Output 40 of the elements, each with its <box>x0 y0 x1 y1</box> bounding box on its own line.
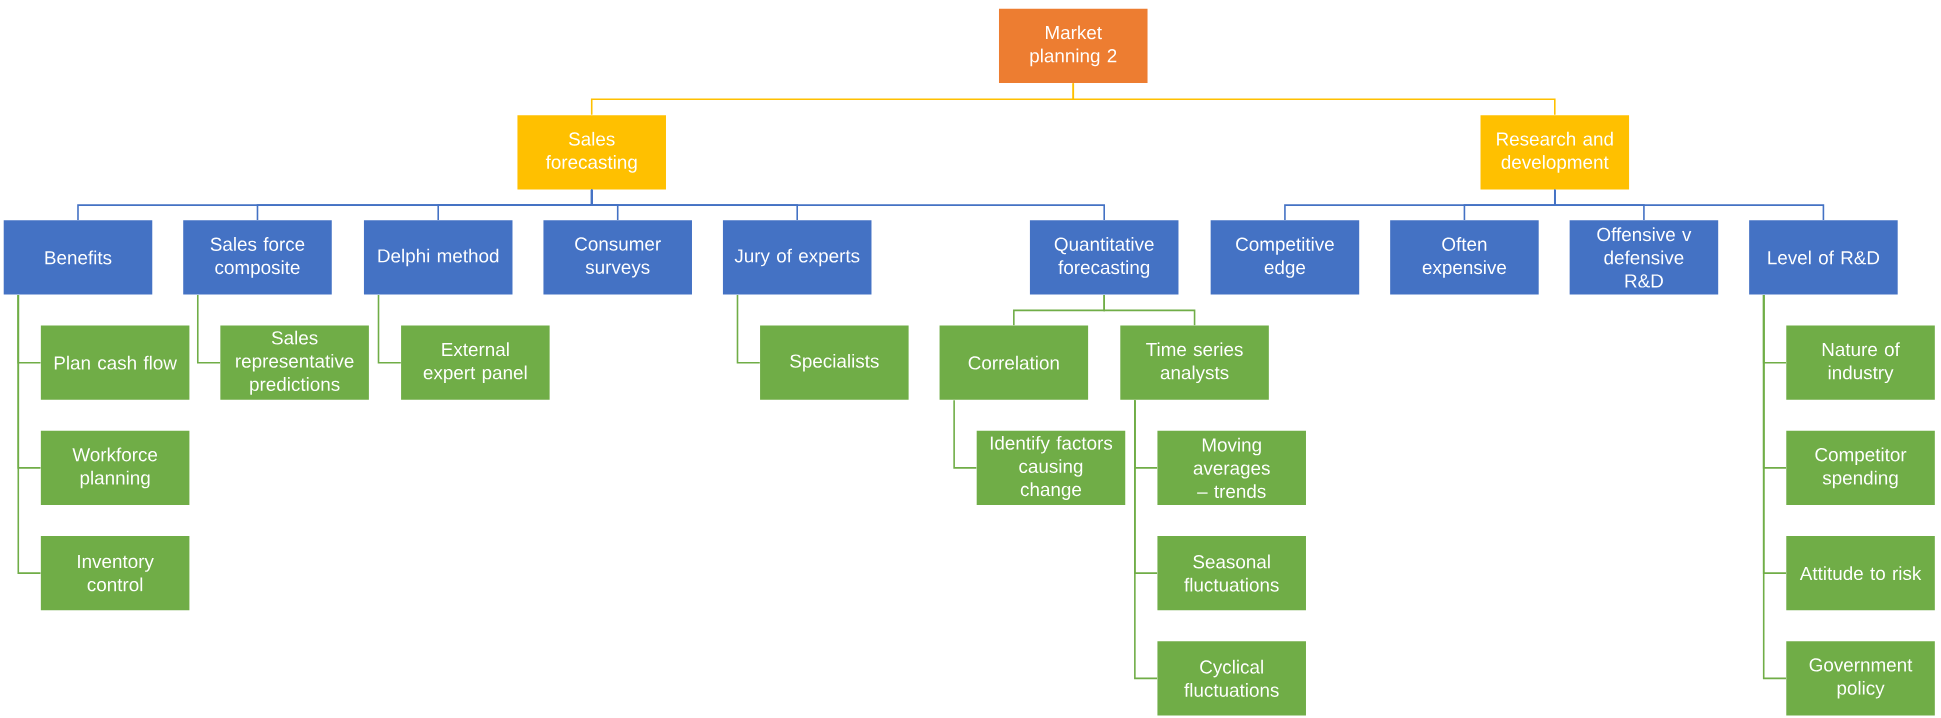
org-box: Moving averages – trends <box>1157 430 1306 506</box>
org-box: Time series analysts <box>1120 325 1269 400</box>
org-box: Plan cash flow <box>40 325 190 400</box>
connector-line <box>953 399 978 469</box>
org-box: Jury of experts <box>722 220 872 295</box>
connector-line <box>1072 82 1556 116</box>
org-box: Seasonal fluctuations <box>1157 536 1306 611</box>
org-box: Often expensive <box>1390 220 1539 295</box>
org-box: Competitive edge <box>1210 220 1360 295</box>
org-box: Benefits <box>3 220 153 295</box>
org-box: Government policy <box>1786 641 1935 716</box>
org-box: Research and development <box>1480 115 1630 190</box>
org-box: Attitude to risk <box>1786 536 1935 611</box>
org-box: Competitor spending <box>1786 430 1935 506</box>
org-box: Sales force composite <box>183 220 332 295</box>
org-box: Offensive v defensive R&D <box>1569 220 1719 295</box>
org-box: External expert panel <box>401 325 550 400</box>
org-box: Specialists <box>760 325 909 400</box>
org-box: Inventory control <box>40 536 190 611</box>
org-box: Identify factors causing change <box>976 430 1126 506</box>
org-box: Cyclical fluctuations <box>1157 641 1306 716</box>
connector-line <box>1762 294 1787 680</box>
org-box: Consumer surveys <box>543 220 692 295</box>
org-box: Correlation <box>939 325 1089 400</box>
connector-line <box>1103 294 1196 327</box>
connector-line <box>1554 188 1825 221</box>
org-box: Market planning 2 <box>999 8 1148 83</box>
connector-line <box>1134 399 1158 680</box>
org-box: Quantitative forecasting <box>1029 220 1179 295</box>
org-box: Nature of industry <box>1786 325 1935 400</box>
connector-line <box>17 294 42 574</box>
org-box: Sales forecasting <box>517 115 666 190</box>
connector-line <box>590 188 1105 221</box>
org-box: Workforce planning <box>40 430 190 506</box>
connector-line <box>736 294 761 364</box>
org-box: Sales representative predictions <box>220 325 369 400</box>
connector-line <box>197 294 221 364</box>
connector-line <box>377 294 402 364</box>
org-box: Level of R&D <box>1749 220 1898 295</box>
org-box: Delphi method <box>363 220 513 295</box>
